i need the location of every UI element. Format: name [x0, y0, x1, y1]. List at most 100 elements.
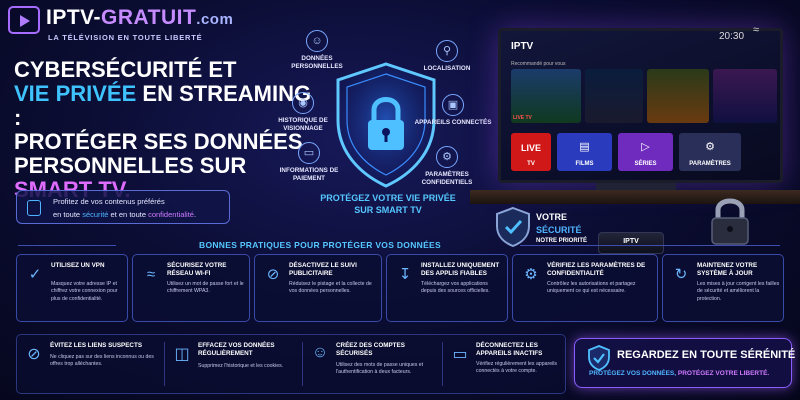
divider-right: [520, 245, 780, 246]
card-title: UTILISEZ UN VPN: [51, 262, 105, 269]
padlock-icon: [711, 198, 749, 245]
page-title: CYBERSÉCURITÉ ET VIE PRIVÉE EN STREAMING…: [14, 58, 324, 202]
card-desc: Masquez votre adresse IP et chiffrez vot…: [51, 281, 118, 302]
brand-part3: .com: [196, 11, 234, 28]
download-icon: ↧: [398, 266, 412, 283]
iptv-box: IPTV: [598, 232, 664, 254]
separator: [302, 342, 303, 386]
tv-clock: 20:30: [719, 31, 745, 42]
trash-icon: ◫: [174, 346, 190, 363]
eye-slash-icon: ⊘: [266, 266, 280, 283]
row2-title-liens: ÉVITEZ LES LIENS SUSPECTS: [50, 342, 143, 349]
serenity-subtitle: PROTÉGEZ VOS DONNÉES, PROTÉGEZ VOTRE LIB…: [589, 370, 770, 377]
row2-title-comptes: CRÉEZ DES COMPTES SÉCURISÉS: [336, 342, 405, 357]
row2-desc-effacez: Supprimez l'historique et les cookies.: [198, 363, 284, 369]
title-line3: PROTÉGER SES DONNÉES: [14, 129, 303, 154]
play-icon: ▷: [641, 141, 650, 153]
brand-part1: IPTV-: [46, 6, 102, 29]
separator: [442, 342, 443, 386]
card-desc: Réduisez le pistage et la collecte de vo…: [289, 281, 372, 295]
practice-card-applis[interactable]: ↧ INSTALLEZ UNIQUEMENT DES APPLIS FIABLE…: [386, 254, 508, 322]
row2-desc-liens: Ne cliquez pas sur des liens inconnus ou…: [50, 354, 154, 368]
tile-params-label: PARAMÈTRES: [689, 161, 731, 167]
tv-stand: [596, 183, 676, 191]
node-parametres: ⚙ PARAMÈTRES CONFIDENTIELS: [408, 146, 486, 187]
security-badge-line2: SÉCURITÉ: [536, 225, 582, 235]
devices-icon: ▣: [442, 94, 464, 116]
thumbnail-stadium[interactable]: [585, 69, 643, 123]
title-line4: PERSONNELLES SUR: [14, 153, 247, 178]
tv-shelf: [470, 190, 800, 204]
practice-card-parametres[interactable]: ⚙ VÉRIFIEZ LES PARAMÈTRES DE CONFIDENTIA…: [512, 254, 658, 322]
card-title: VÉRIFIEZ LES PARAMÈTRES DE CONFIDENTIALI…: [547, 262, 646, 277]
tile-live-bottom: TV: [527, 161, 535, 167]
thumbnail-football[interactable]: [511, 69, 581, 123]
wifi-icon: ≈: [753, 24, 760, 36]
card-desc: Les mises à jour corrigent les failles d…: [697, 281, 780, 302]
title-line2-rest: EN STREAMING :: [14, 81, 312, 130]
smart-tv: IPTV 20:30 ≈ Recommandé pour vous LIVE T…: [498, 24, 783, 183]
tile-live-tv[interactable]: LIVE TV: [511, 133, 551, 171]
refresh-icon: ↻: [674, 266, 688, 283]
title-highlight-vie-privee: VIE PRIVÉE: [14, 81, 137, 106]
card-title: MAINTENEZ VOTRE SYSTÈME À JOUR: [697, 262, 758, 277]
thumbnail-tiger[interactable]: [647, 69, 709, 123]
monitor-icon: ▭: [452, 346, 468, 363]
practice-card-maj[interactable]: ↻ MAINTENEZ VOTRE SYSTÈME À JOUR Les mis…: [662, 254, 784, 322]
iptv-box-label: IPTV: [623, 238, 639, 245]
node-paiement: ▭ INFORMATIONS DE PAIEMENT: [270, 142, 348, 183]
info-highlight-securite: sécurité: [82, 210, 109, 219]
row2-title-effacez: EFFACEZ VOS DONNÉES RÉGULIÈREMENT: [198, 342, 275, 357]
row2-title-appareils: DÉCONNECTEZ LES APPAREILS INACTIFS: [476, 342, 543, 357]
practice-card-vpn[interactable]: ✓ UTILISEZ UN VPN Masquez votre adresse …: [16, 254, 128, 322]
shield-icon: ✓: [28, 266, 42, 283]
practices-row2: [16, 334, 566, 394]
divider-left: [18, 245, 116, 246]
tile-films[interactable]: ▤ FILMS: [557, 133, 612, 171]
tv-logo-icon: [8, 6, 40, 34]
tile-series[interactable]: ▷ SÉRIES: [618, 133, 673, 171]
check-shield-icon: [496, 206, 530, 248]
security-badge-line1: VOTRE: [536, 212, 568, 222]
separator: [164, 342, 165, 386]
card-title: INSTALLEZ UNIQUEMENT DES APPLIS FIABLES: [421, 262, 500, 277]
info-card: Profitez de vos contenus préférés en tou…: [16, 190, 230, 224]
info-card-line2: en toute sécurité et en toute confidenti…: [53, 210, 197, 219]
eye-icon: ◉: [292, 92, 314, 114]
card-title: DÉSACTIVEZ LE SUIVI PUBLICITAIRE: [289, 262, 357, 277]
tv-app-name: IPTV: [511, 41, 534, 52]
tile-series-label: SÉRIES: [634, 161, 657, 167]
brand-name[interactable]: IPTV-GRATUIT.com: [46, 6, 233, 30]
thumbnail-neon-city[interactable]: [713, 69, 777, 123]
lock-icon: [27, 200, 41, 216]
security-badge-line3: NOTRE PRIORITÉ: [536, 238, 588, 244]
card-title: SÉCURISEZ VOTRE RÉSEAU WI-FI: [167, 262, 227, 277]
user-icon: ☺: [306, 30, 328, 52]
row2-desc-comptes: Utilisez des mots de passe uniques et l'…: [336, 362, 424, 376]
credit-card-icon: ▭: [298, 142, 320, 164]
practice-card-wifi[interactable]: ≈ SÉCURISEZ VOTRE RÉSEAU WI-FI Utilisez …: [132, 254, 250, 322]
serenity-banner[interactable]: REGARDEZ EN TOUTE SÉRÉNITÉ PROTÉGEZ VOS …: [574, 338, 795, 388]
gear-icon: ⚙: [524, 266, 538, 283]
wifi-icon: ≈: [146, 266, 156, 283]
no-link-icon: ⊘: [27, 346, 41, 363]
node-localisation: ⚲ LOCALISATION: [408, 40, 486, 73]
tile-films-label: FILMS: [575, 161, 594, 167]
shield-tagline: PROTÉGEZ VOTRE VIE PRIVÉE SUR SMART TV: [320, 193, 456, 215]
practice-card-suivi[interactable]: ⊘ DÉSACTIVEZ LE SUIVI PUBLICITAIRE Rédui…: [254, 254, 382, 322]
shield-lock-icon: [336, 62, 436, 188]
info-card-line1: Profitez de vos contenus préférés: [53, 197, 165, 206]
live-tv-tag: LIVE TV: [513, 115, 532, 121]
users-icon: ☺: [311, 344, 329, 361]
info-highlight-confidentialite: confidentialité: [148, 210, 194, 219]
card-desc: Contrôlez les autorisations et partagez …: [547, 281, 636, 295]
tile-parametres[interactable]: ⚙ PARAMÈTRES: [679, 133, 741, 171]
brand-tagline: LA TÉLÉVISION EN TOUTE LIBERTÉ: [48, 33, 203, 42]
tile-live-top: LIVE: [520, 143, 541, 153]
row2-desc-appareils: Vérifiez régulièrement les appareils con…: [476, 361, 558, 375]
card-desc: Téléchargez vos applications depuis des …: [421, 281, 490, 295]
practices-title: BONNES PRATIQUES POUR PROTÉGER VOS DONNÉ…: [199, 240, 441, 250]
title-line1: CYBERSÉCURITÉ ET: [14, 57, 237, 82]
location-pin-icon: ⚲: [436, 40, 458, 62]
node-donnees-personnelles: ☺ DONNÉES PERSONNELLES: [278, 30, 356, 71]
